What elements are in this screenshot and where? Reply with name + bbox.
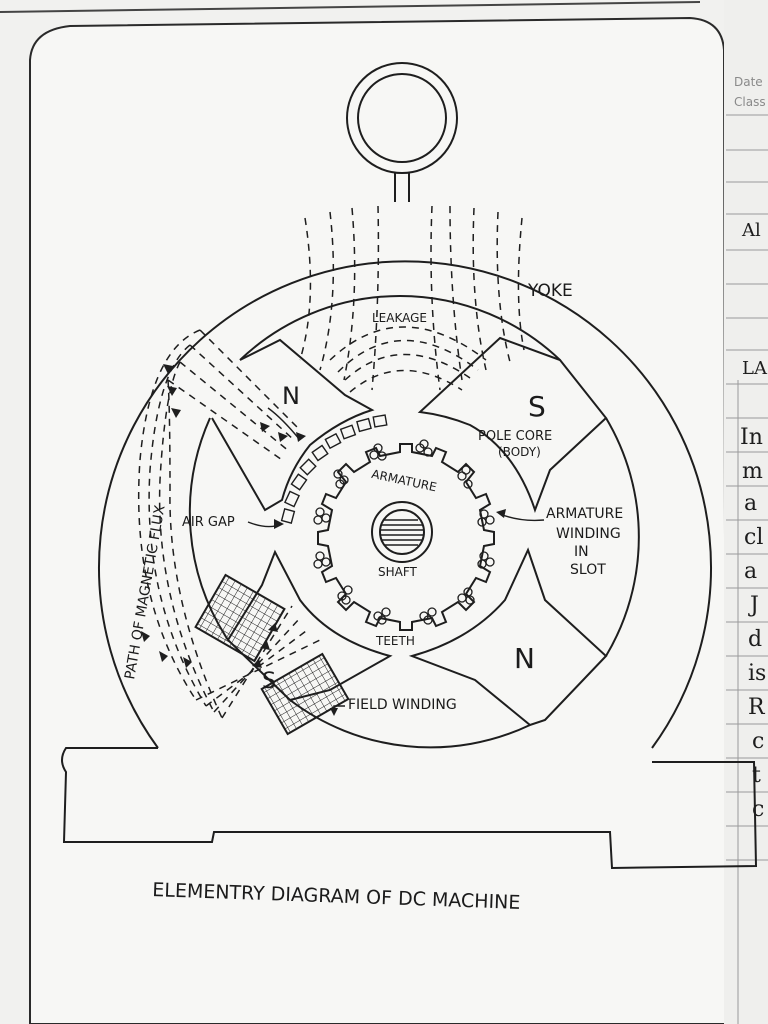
teeth-label: TEETH [375,634,415,648]
next-page-fragment: cl [744,525,763,550]
pole-n-top-label: N [282,382,300,410]
lifting-eye [346,62,458,202]
next-page-class-label: Class [734,95,766,109]
next-page-fragment: t [752,763,761,788]
next-page-fragment: d [748,627,762,652]
pole-s-top-label: S [528,390,546,423]
next-page-fragment: a [744,559,757,584]
next-page-fragment: J [748,593,759,618]
armature [317,443,495,631]
notebook-page [0,1,728,1024]
next-page-fragment: R [748,695,766,720]
magnetic-flux-path [137,329,321,719]
yoke-flux-lines [299,205,525,391]
armature-winding-label-3: IN [574,544,589,560]
leakage-flux-lines [329,326,487,393]
shaft [371,501,433,563]
callout-arrows [247,407,545,716]
next-page-fragment: c [752,729,764,754]
pole-core-body-label: (BODY) [498,445,541,459]
yoke [98,260,712,749]
next-page-fragment: is [748,661,766,686]
next-page-fragment: In [740,425,763,450]
field-winding-label: FIELD WINDING [348,697,457,713]
pole-core-label: POLE CORE [478,429,552,444]
next-page-fragment: LA [742,358,768,379]
armature-winding-label-1: ARMATURE [546,506,623,522]
air-gap-label: AIR GAP [182,515,235,530]
pole-n-bottom [408,547,608,727]
pole-n-bottom-label: N [514,642,535,675]
next-page-fragment: m [742,459,763,484]
pole-s-top [417,336,608,513]
pole-s-bottom-label: S [262,669,276,694]
armature-winding-label-4: SLOT [570,562,606,578]
pole-n-top [211,338,375,512]
next-page-fragment: Al [741,220,761,241]
shaft-label: SHAFT [378,565,418,579]
armature-winding-label-2: WINDING [556,526,621,542]
next-page-fragment: a [744,491,757,516]
field-winding-coil [194,573,350,736]
next-page-date-label: Date [734,75,763,89]
base-feet [61,747,758,870]
leakage-label: LEAKAGE [372,311,427,325]
next-page-strip: Date Class Al LA In m a cl a J d is R c … [724,0,768,1024]
pole-shoe-segments [280,414,388,524]
yoke-label: YOKE [527,281,573,301]
armature-conductors [313,439,495,625]
